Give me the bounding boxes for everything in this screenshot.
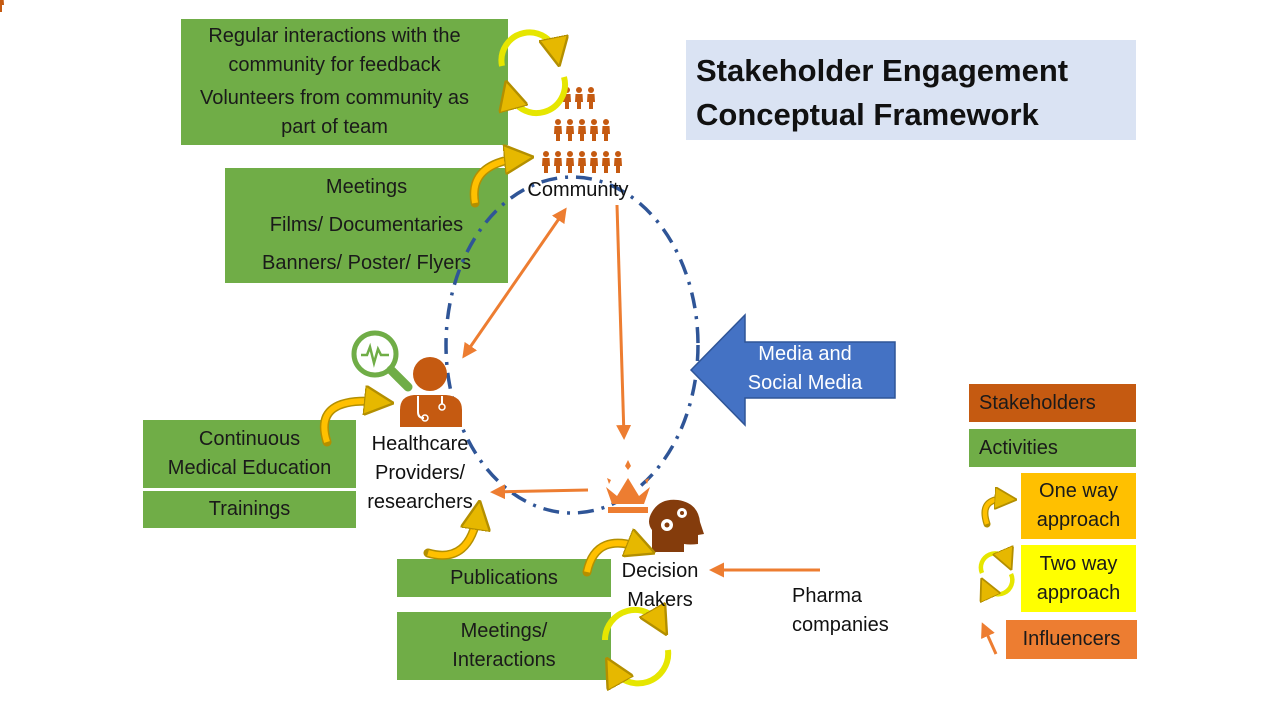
healthcare-label-line: researchers [367, 491, 473, 513]
one-way-arrow-meetings [469, 158, 522, 208]
activity-community-feedback: Regular interactions with the community … [181, 19, 508, 145]
two-way-arrow-meetings [602, 610, 672, 683]
community-label: Community [527, 179, 629, 201]
legend-text: Influencers [1022, 628, 1121, 650]
head-gears-icon [649, 499, 704, 552]
media-label-line: Social Media [747, 372, 863, 394]
decision-makers-label: Decision Makers [605, 557, 715, 615]
activity-films: Films/ Documentaries [225, 206, 508, 244]
legend-two-way: Two way approach [1021, 545, 1136, 612]
activity-text: Regular interactions with the [208, 25, 461, 47]
community-people-icon [0, 0, 622, 173]
activity-text: Continuous [198, 428, 301, 450]
legend-text: Two way [1039, 552, 1118, 575]
legend-text: Stakeholders [979, 391, 1096, 414]
activity-text: Publications [450, 566, 558, 589]
legend-text: approach [1036, 581, 1121, 604]
diagram-title: Stakeholder Engagement Conceptual Framew… [686, 40, 1136, 140]
activity-meetings: Meetings [225, 168, 508, 206]
healthcare-label: Healthcare Providers/ researchers [355, 430, 485, 517]
activity-text: part of team [281, 116, 388, 138]
activity-text: Volunteers from community as [200, 87, 469, 109]
activity-publications: Publications [397, 559, 611, 597]
activity-text: Trainings [208, 498, 291, 520]
legend-one-way-icon [981, 499, 1008, 528]
decision-label-line: Makers [627, 589, 693, 611]
activity-banners: Banners/ Poster/ Flyers [225, 244, 508, 283]
one-way-arrow-publications [423, 512, 478, 560]
legend-influencer-arrow [981, 622, 998, 655]
pharma-label-line: Pharma [792, 585, 863, 607]
arrow-decision-healthcare [490, 484, 589, 500]
healthcare-label-line: Providers/ [374, 462, 466, 484]
legend-one-way: One way approach [1021, 473, 1136, 539]
activity-text: Interactions [452, 649, 556, 671]
legend-two-way-icon [978, 553, 1015, 594]
doctor-icon [400, 357, 462, 427]
one-way-arrow-cme [319, 401, 382, 447]
arrow-community-decision [615, 204, 632, 440]
activity-text: Medical Education [167, 457, 332, 479]
activity-text: Meetings [325, 175, 408, 198]
legend-text: approach [1036, 509, 1121, 531]
legend-stakeholders: Stakeholders [969, 384, 1136, 422]
title-line-2: Conceptual Framework [696, 97, 1039, 132]
legend-text: One way [1039, 480, 1118, 502]
healthcare-label-line: Healthcare [371, 433, 469, 455]
activity-trainings: Trainings [143, 491, 356, 528]
media-label: Media and Social Media [730, 340, 880, 398]
pharma-label: Pharma companies [780, 582, 922, 640]
legend-influencers: Influencers [1006, 620, 1137, 659]
legend-text: Activities [979, 436, 1058, 459]
activity-text: Banners/ Poster/ Flyers [262, 252, 471, 274]
activity-text: Films/ Documentaries [269, 213, 464, 236]
two-way-arrow-community [501, 29, 565, 116]
arrow-community-healthcare [462, 207, 567, 359]
crown-icon [606, 460, 650, 513]
title-line-1: Stakeholder Engagement [696, 53, 1069, 88]
media-label-line: Media and [758, 343, 852, 365]
media-arrow-shape [689, 313, 896, 427]
activity-text: Meetings/ [460, 620, 548, 642]
legend-activities: Activities [969, 429, 1136, 467]
pharma-label-line: companies [792, 614, 889, 636]
engagement-cycle [444, 175, 700, 515]
activity-meetings-interactions: Meetings/ Interactions [397, 612, 611, 680]
decision-label-line: Decision [621, 560, 699, 582]
activity-text: community for feedback [228, 54, 441, 76]
one-way-arrow-decision [582, 543, 644, 577]
research-magnifier-icon [351, 330, 413, 392]
